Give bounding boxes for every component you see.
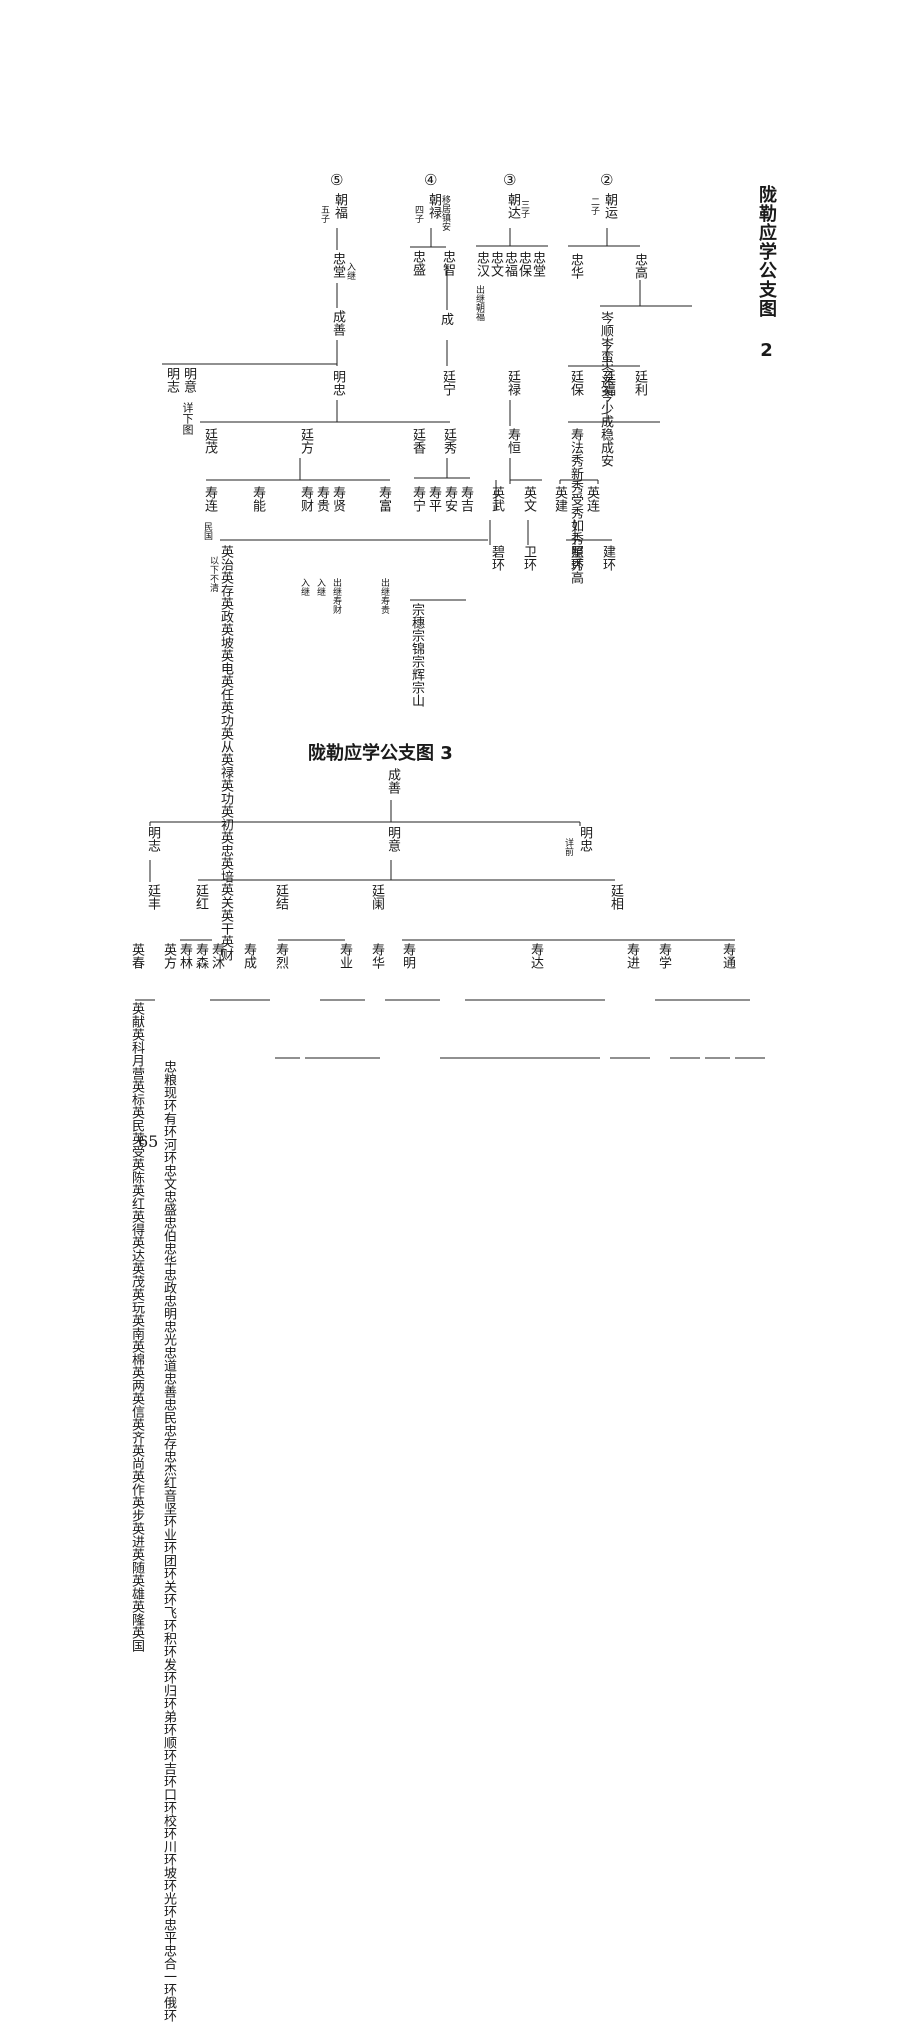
shouning: 寿宁 [410,486,425,512]
shouping: 寿平 [426,486,441,512]
zhonghua: 忠华 [568,253,583,279]
yingwu: 英武 [489,486,504,512]
genealogy-page: 陇勒应学公支图 2 ⑤ 朝福 五子 入继 ④ 朝禄 四子 移居镇安 ③ 朝达 三… [129,171,777,2022]
ruji-note-2: 入继 [315,578,325,596]
shoufu: 寿富 [376,486,391,512]
shouxian: 寿贤 [330,486,345,512]
shouchang: 寿吉 [458,486,473,512]
yingjian: 英建 [552,486,567,512]
tree-lines [135,228,765,1059]
shou-row-right: 寿法秀新秀受秀如秀照秀高 [568,428,583,584]
c3-xiangqian: 详前 [563,838,573,856]
zhongtang: 忠堂 [330,252,345,278]
gen-mark-2: ② [600,171,614,189]
chart3-title: 陇勒应学公支图 3 [308,743,453,764]
ruji-note-1: 入继 [299,578,309,596]
chaofu-note2: 入继 [345,262,355,280]
c3-shouhua: 寿华 [369,943,384,969]
c3-last-row: 忠粮现环有环河环忠文忠盛忠伯忠华忠政忠明忠光忠道忠善忠民忠存忠杰红音坚环业环团环… [161,1060,176,2022]
yinglian: 英连 [584,486,599,512]
c3-tingjie: 廷结 [273,884,288,910]
zhong-sons-row: 忠堂忠保忠福忠文忠汉 [474,251,545,277]
c3-tingfeng: 廷丰 [145,884,160,910]
c3-tinglan: 廷阑 [369,884,384,910]
tinglu: 廷禄 [505,370,520,396]
c3-shousen: 寿森 [193,943,208,969]
c3-shoulin2: 寿沐 [209,943,224,969]
mingyi: 明意 [181,367,196,393]
c3-mingzhi: 明志 [145,826,160,852]
gen-mark-3: ③ [503,171,517,189]
cen-row: 岑顺岑蛮岑还岑少成稳成安 [598,311,613,467]
zhonggao: 忠高 [632,253,647,279]
c3-shoucheng: 寿成 [241,943,256,969]
c3-shoulie: 寿烈 [273,943,288,969]
cheng: 成 [441,313,455,328]
chaoda-name: 朝达 [505,193,520,219]
c3-yingchun: 英春 [129,943,144,969]
chaoyun-note: 二子 [589,197,599,215]
chaoda-note: 三子 [519,200,529,218]
tingxiang: 廷香 [410,428,425,454]
c3-shoulin: 寿林 [177,943,192,969]
tingfang: 廷方 [298,428,313,454]
xia-note: 以下不清 [208,556,218,592]
chaofu-note: 五子 [319,205,329,223]
c3-shouming: 寿明 [400,943,415,969]
gen-mark-4: ④ [424,171,438,189]
c3-tingxiang: 廷相 [608,884,623,910]
xinghuan: 星环 [568,545,583,571]
zong-row: 宗穗宗锦宗辉宗山 [409,603,424,707]
tingxiu: 廷秀 [441,428,456,454]
minguo-note: 民国 [202,522,212,540]
chaolu-name: 朝禄 [426,193,441,219]
shouheng: 寿恒 [505,428,520,454]
shoulian: 寿连 [202,486,217,512]
mingzhong: 明忠 [330,370,345,396]
c3-chengshan: 成善 [385,768,400,794]
shouneng: 寿能 [250,486,265,512]
c3-shoujin: 寿进 [624,943,639,969]
c3-shoutong: 寿通 [720,943,735,969]
chuji-shoucai: 出继寿财 [331,578,341,614]
tingmao: 廷茂 [202,428,217,454]
chuji-shougui: 出继寿贵 [379,578,389,614]
tingfu: 廷福 [600,370,615,396]
shoucai: 寿财 [298,486,313,512]
chujitanfu: 出继朝福 [474,285,484,321]
zhongzhi: 忠智 [440,250,455,276]
xiangxiatu: 详下图 [181,402,194,435]
page-number: 65 [138,1132,159,1151]
c3-mingyi: 明意 [385,826,400,852]
gen-mark-5: ⑤ [330,171,344,189]
jianhuan: 建环 [600,545,615,571]
bihuan: 碧环 [489,545,504,571]
weihuan: 卫环 [521,545,536,571]
shougui: 寿贵 [314,486,329,512]
c3-tinghong: 廷红 [193,884,208,910]
c3-shouye: 寿业 [337,943,352,969]
chaolu-note: 四子 [413,205,423,223]
chaofu-name: 朝福 [332,193,347,219]
c3-shouda: 寿达 [528,943,543,969]
c3-ying-row: 英献英科月营英标英民英受英陈英红英得英达英茂英玩英南英棉英两英信英齐英尚英作英步… [129,1002,144,1652]
chaolu-note2: 移居镇安 [440,195,450,231]
tingli: 廷利 [632,370,647,396]
chengshan: 成善 [330,310,345,336]
tingbao: 廷保 [568,370,583,396]
c3-yingfang: 英方 [161,943,176,969]
c3-mingzhong: 明忠 [577,826,592,852]
ying-row-chart2: 英治英存英政英坡英电英任英功英从英禄英功英初英忠英培英关英干英财 [218,545,233,961]
shouan: 寿安 [442,486,457,512]
zhongsheng: 忠盛 [410,250,425,276]
chart2-title: 陇勒应学公支图 2 [756,185,777,362]
tingning: 廷宁 [440,370,455,396]
chaoyun-name: 朝运 [602,193,617,219]
mingzhi: 明志 [164,367,179,393]
yingwen: 英文 [521,486,536,512]
c3-shouxue: 寿学 [656,943,671,969]
